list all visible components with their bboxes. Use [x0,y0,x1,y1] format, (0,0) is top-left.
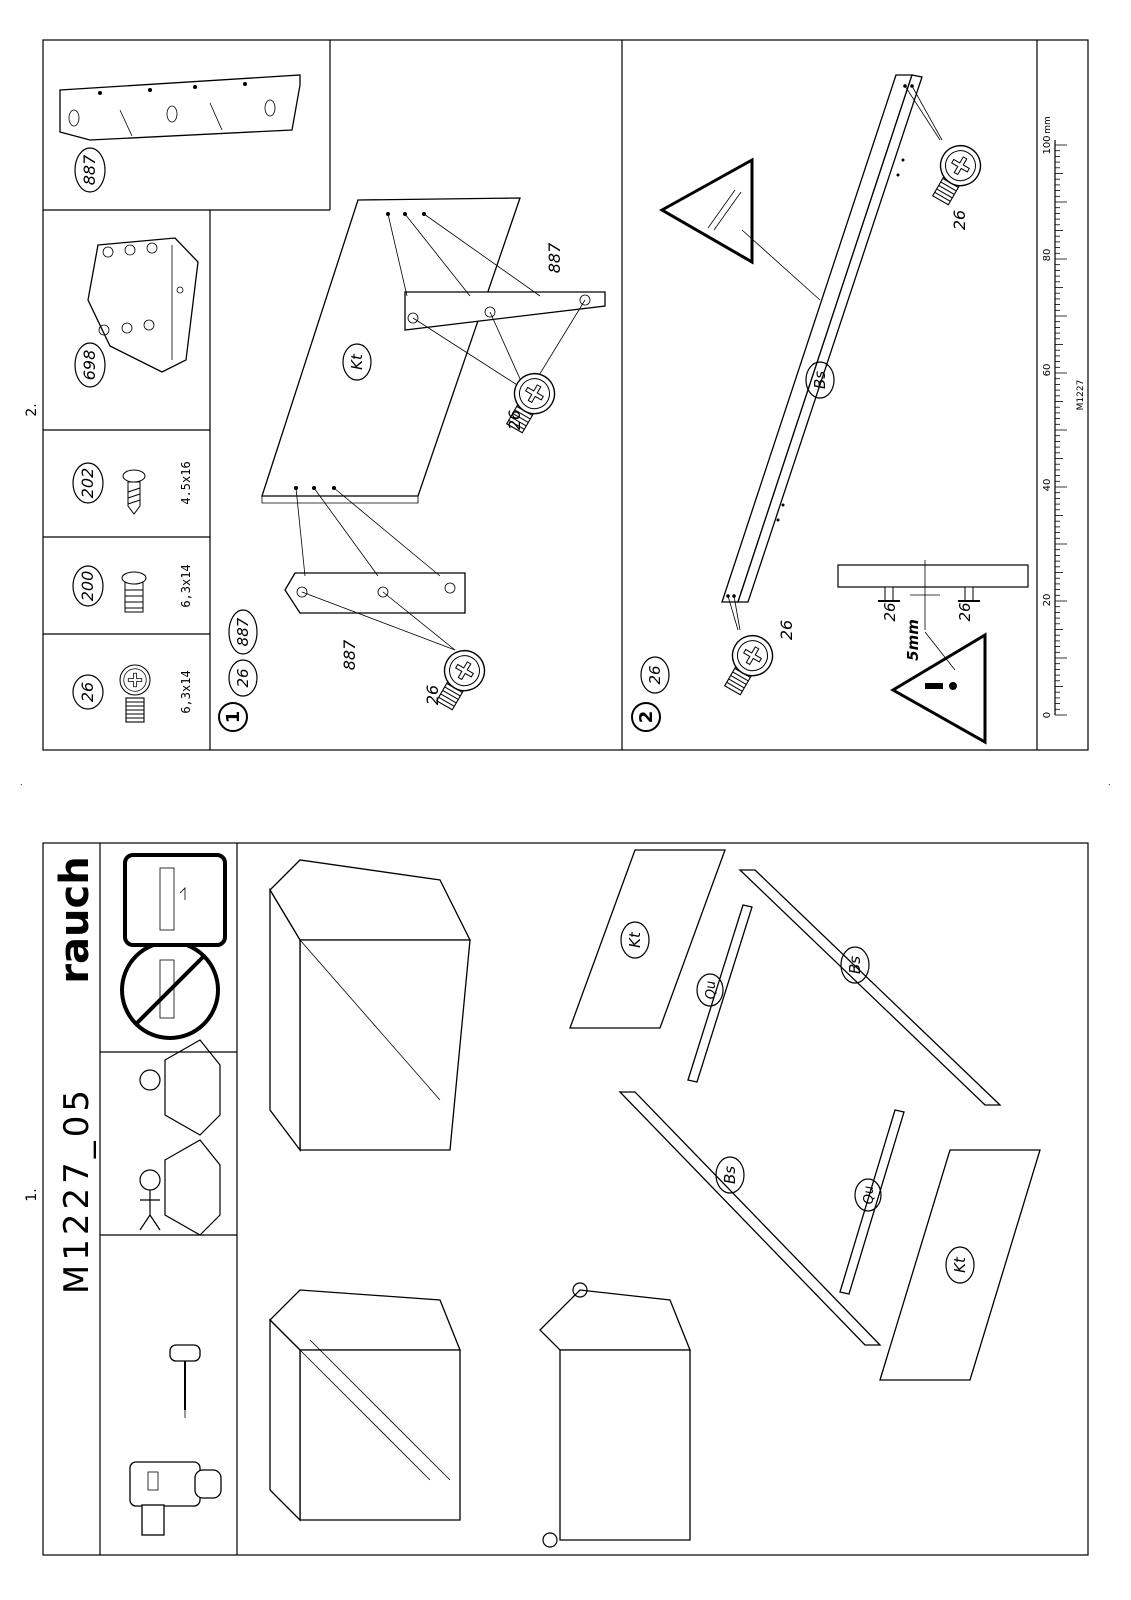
step-number: 2 [636,711,657,724]
page-number-1: 1. [24,1188,40,1201]
exploded-parts: Kt Kt Bs Bs Qu Qu [569,849,1041,1381]
model-number: M1227_05 [57,1086,97,1294]
page-number-2: 2. [24,403,40,416]
hardware-item-26: 26 6,3x14 [72,664,193,723]
step-part: 887 [234,617,252,646]
bracket-887-bottom [284,572,466,614]
gap-screw-label: 26 [881,602,899,621]
two-persons-icon [139,1039,221,1236]
part-kt-2 [879,1149,1041,1381]
ruler-tick-label: 20 [1042,594,1053,607]
hardware-size: 4.5x16 [179,461,193,504]
sheet-1: 1. M1227_05 rauch [24,842,1089,1556]
hardware-item-200: 200 6,3x14 [72,564,193,613]
drill-icon [129,1461,222,1536]
hardware-id: 698 [80,350,99,381]
screw-icon [119,664,151,723]
svg-text:.: . [20,778,23,787]
assembled-view-2 [269,859,472,1152]
hardware-size: 6,3x14 [179,564,193,607]
part-label: Bs [721,1166,739,1184]
ruler-tick-label: 40 [1042,479,1053,492]
screw-icon [932,137,989,206]
screw-icon [121,571,147,613]
part-label: Qu [862,1186,877,1204]
gap-detail-board [837,564,1029,588]
measurement-ruler: 0 20 40 60 80 100 mm M1227 [1042,116,1086,718]
side-panel-kt [261,197,521,497]
ruler-tick-label: 80 [1042,249,1053,262]
hardware-id: 887 [80,154,99,185]
screw-label: 26 [505,410,524,430]
gap-screw-label: 26 [956,602,974,621]
part-qu-2 [839,1109,905,1295]
part-label: Kt [626,931,644,948]
part-qu-1 [687,904,753,1083]
hardware-id: 202 [78,468,97,499]
part-label: Bs [846,956,864,974]
hardware-size: 6,3x14 [179,670,193,713]
brand-logo: rauch [52,856,98,983]
detail-screw [878,586,980,602]
part-bs-2 [618,1091,882,1346]
part-label: Kt [951,1256,969,1273]
step-part: 26 [646,665,664,684]
ruler-tick-label: 0 [1042,712,1053,718]
screw-label: 26 [423,685,442,705]
rail-bs [721,74,913,603]
corner-bracket-icon [87,237,199,373]
no-carrying-icon [120,940,220,1040]
part-bs-1 [738,869,1002,1106]
screwdriver-icon [169,1344,201,1418]
correct-carrying-icon [123,853,227,947]
hardware-item-698: 698 [74,237,199,388]
ruler-unit: mm [1043,116,1053,134]
screw-icon [724,627,781,696]
hardware-id: 200 [78,571,97,602]
part-kt-1 [569,849,726,1029]
sheet-1-frame [42,842,1089,1556]
sheet-2: 2. 26 6,3x14 200 [24,39,1089,751]
sheet-2-frame [42,39,1089,751]
bracket-label: 887 [545,242,564,273]
ruler-code: M1227 [1076,380,1086,411]
hardware-item-202: 202 4.5x16 [72,461,193,515]
assembled-view-3 [539,1282,691,1548]
screw-label: 26 [777,620,796,640]
screw-label: 26 [950,210,969,230]
step-2: 2 26 Bs 26 26 [631,74,1029,745]
part-label: Qu [704,981,719,999]
hardware-item-887: 887 [59,74,301,193]
svg-text:.: . [1108,778,1111,787]
gap-label: 5mm [904,619,922,661]
glass-warning-icon [658,157,754,265]
hardware-id: 26 [78,682,97,702]
step-part: 26 [234,668,252,687]
ruler-tick-label: 60 [1042,364,1053,377]
assembled-view-1 [269,1289,461,1522]
connector-plate-icon [59,74,301,141]
screw-icon [122,469,146,515]
step-1: 1 26 887 Kt 887 2 [218,197,606,732]
bracket-label: 887 [340,639,359,670]
step-number: 1 [223,711,244,724]
panel-label: Kt [348,353,366,370]
ruler-tick-label: 100 [1042,135,1053,154]
rail-label: Bs [811,371,829,389]
bracket-887-top [404,291,606,331]
